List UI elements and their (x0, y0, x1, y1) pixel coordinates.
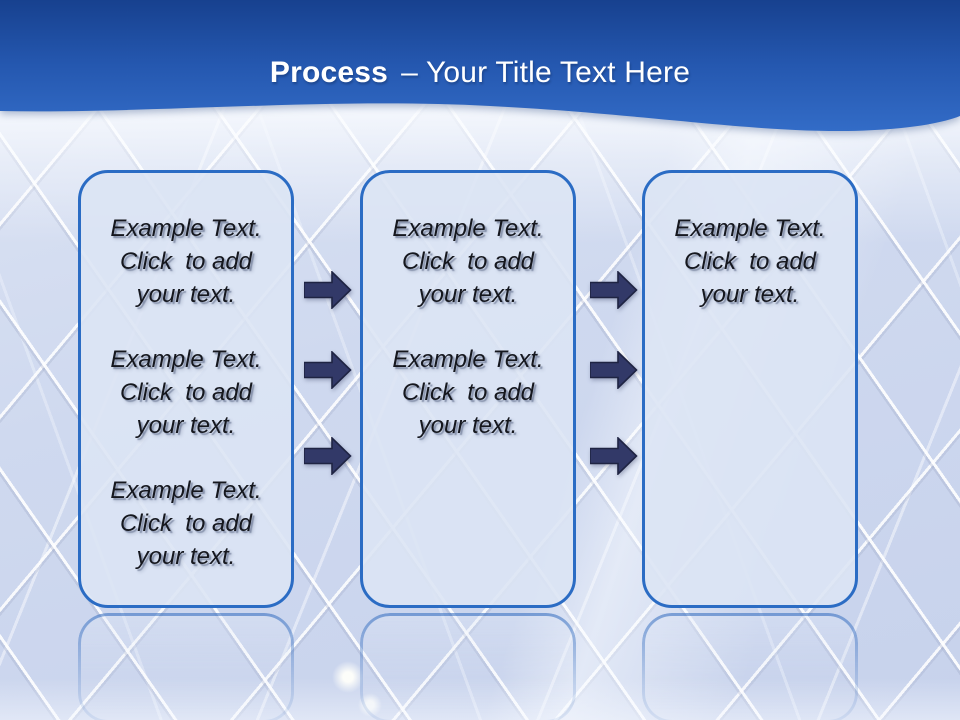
placeholder-line: your text. (418, 412, 518, 439)
text-placeholder[interactable]: Example Text. Click to add your text. (81, 474, 291, 573)
text-placeholder[interactable]: Example Text. Click to add your text. (81, 343, 291, 442)
text-placeholder[interactable]: Example Text. Click to add your text. (81, 212, 291, 311)
placeholder-line: Click to add (401, 248, 535, 275)
placeholder-line: Example Text. (392, 346, 544, 373)
box-reflection-3 (642, 613, 858, 720)
placeholder-line: your text. (700, 281, 800, 308)
placeholder-line: Click to add (119, 510, 253, 537)
text-placeholder[interactable]: Example Text. Click to add your text. (363, 343, 573, 442)
placeholder-line: Click to add (119, 248, 253, 275)
text-placeholder[interactable]: Example Text. Click to add your text. (363, 212, 573, 311)
placeholder-line: your text. (418, 281, 518, 308)
slide-title: Process – Your Title Text Here (0, 54, 960, 92)
slide-title-subtitle: – Your Title Text Here (401, 56, 691, 89)
right-arrow-icon (590, 437, 638, 475)
placeholder-line: your text. (136, 412, 236, 439)
text-placeholder[interactable]: Example Text. Click to add your text. (645, 212, 855, 311)
placeholder-line: Click to add (119, 379, 253, 406)
placeholder-line: Example Text. (110, 477, 262, 504)
right-arrow-icon (304, 351, 352, 389)
right-arrow-icon (590, 271, 638, 309)
right-arrow-icon (590, 351, 638, 389)
process-box-3[interactable]: Example Text. Click to add your text. (642, 170, 858, 608)
placeholder-line: Example Text. (110, 346, 262, 373)
process-box-1[interactable]: Example Text. Click to add your text. Ex… (78, 170, 294, 608)
header-wave-band (0, 0, 960, 132)
box-reflection-1 (78, 613, 294, 720)
placeholder-line: Example Text. (110, 215, 262, 242)
box-reflection-2 (360, 613, 576, 720)
placeholder-line: Click to add (683, 248, 817, 275)
placeholder-line: your text. (136, 281, 236, 308)
right-arrow-icon (304, 437, 352, 475)
placeholder-line: Example Text. (674, 215, 826, 242)
placeholder-line: your text. (136, 543, 236, 570)
right-arrow-icon (304, 271, 352, 309)
process-box-2[interactable]: Example Text. Click to add your text. Ex… (360, 170, 576, 608)
placeholder-line: Example Text. (392, 215, 544, 242)
placeholder-line: Click to add (401, 379, 535, 406)
slide-title-keyword: Process (269, 56, 389, 89)
